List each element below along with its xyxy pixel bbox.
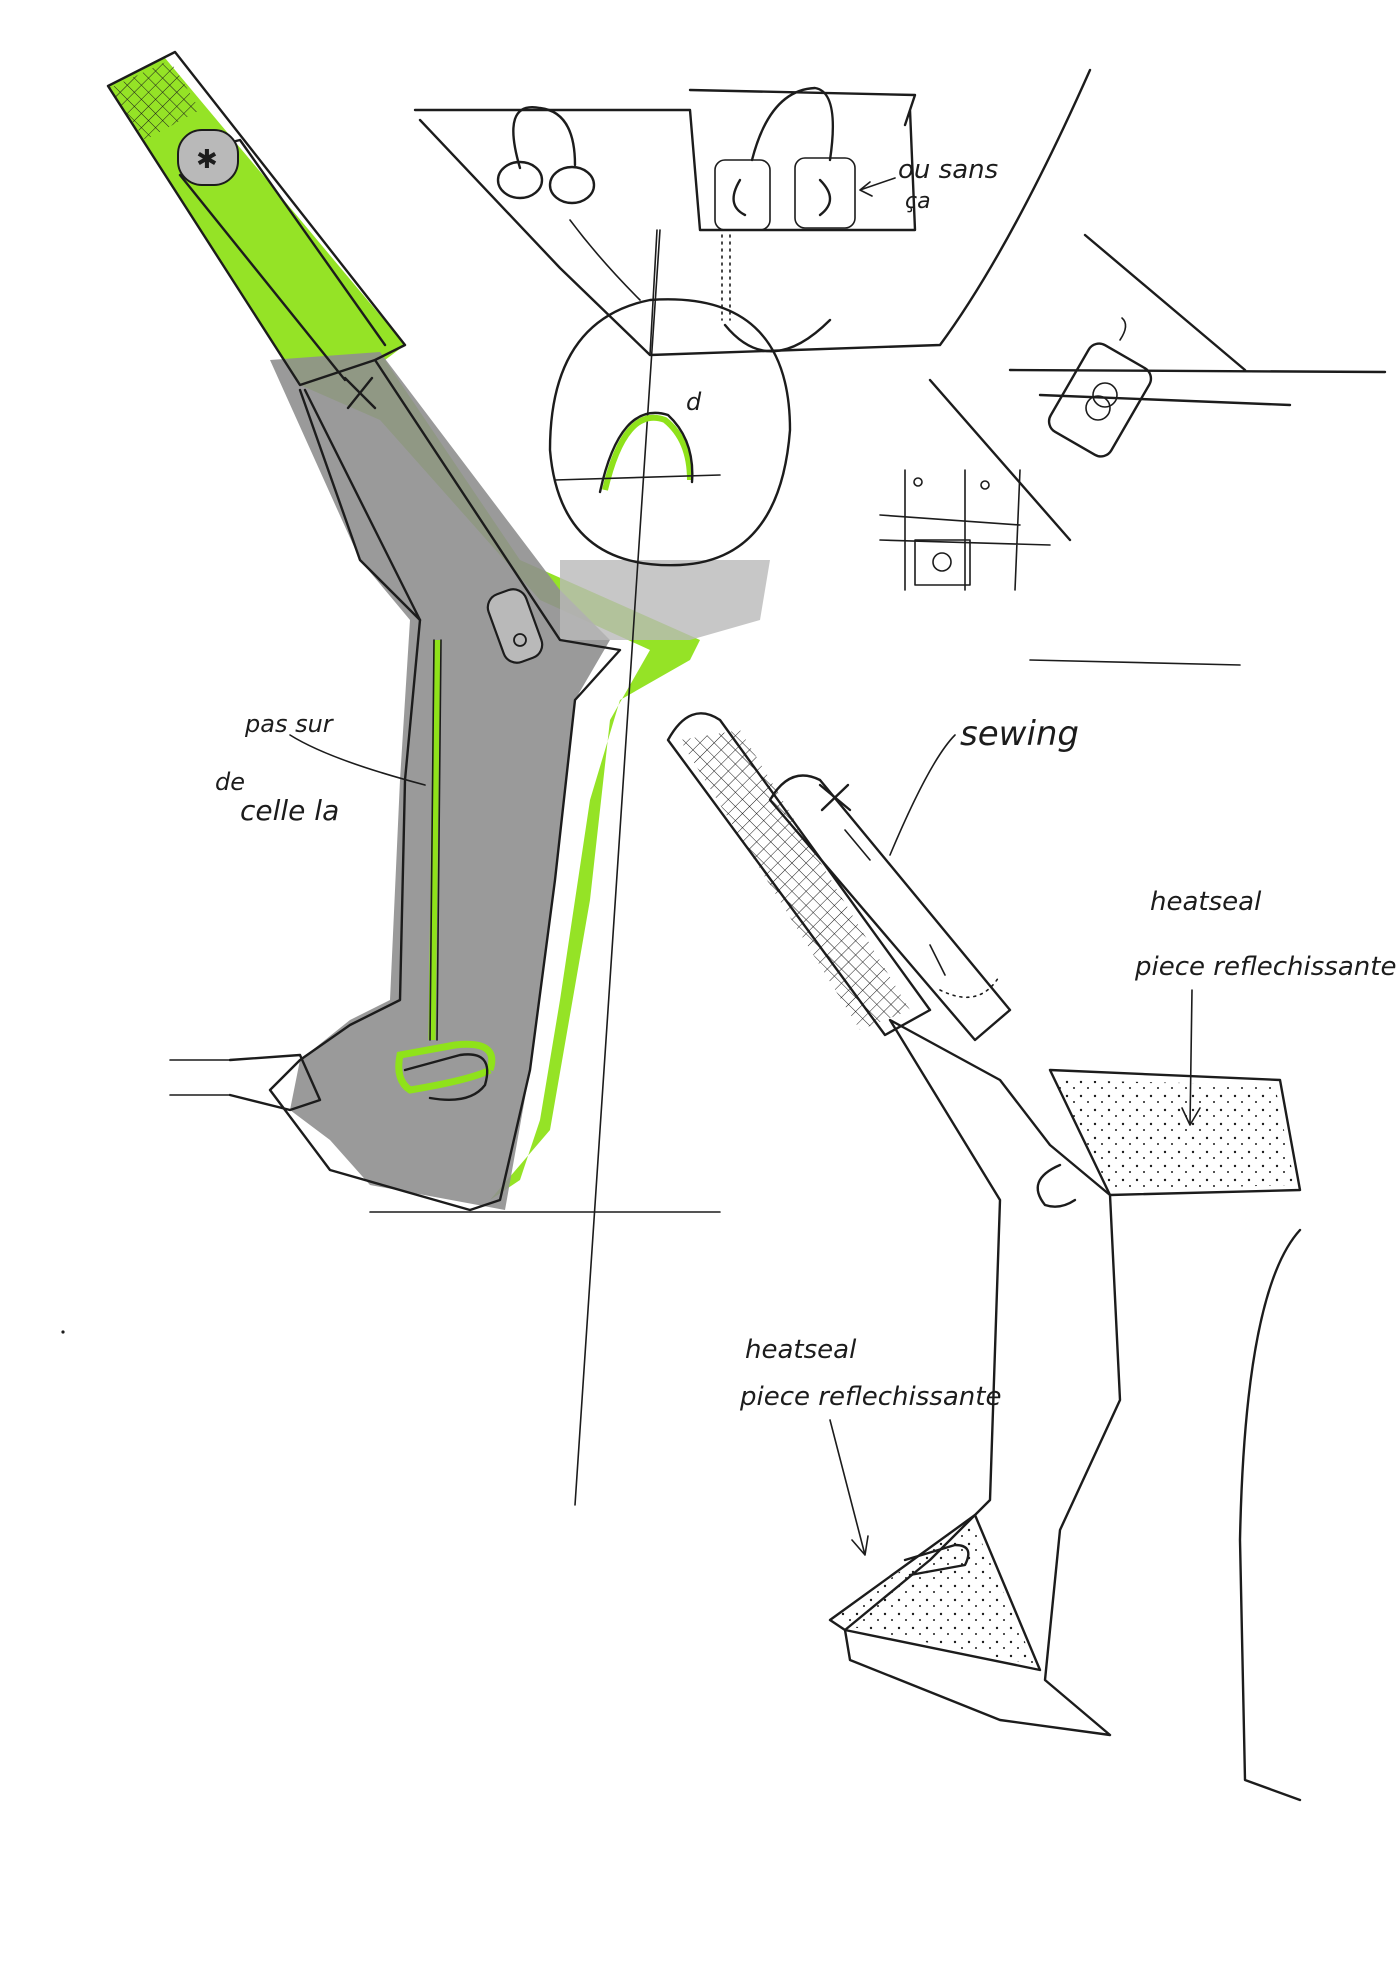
lower-hook [1036,1163,1077,1208]
logo-mark-icon: ✱ [196,145,218,175]
note-heatseal-top-1: heatseal [1150,887,1262,917]
note-ca: ça [905,189,931,214]
detail-handle-green [602,414,693,491]
detail-circle [548,298,792,567]
inner-pin [844,829,946,976]
cross-mark-icon [343,376,377,410]
reflective-plate-top [1048,1068,1302,1197]
detail-mark: d [686,388,702,416]
green-marker-edge [108,58,700,1200]
lower-handle [723,318,832,353]
reflective-plate-bottom [828,1513,1042,1672]
cross-mark-icon-2 [818,783,852,812]
grid-box [914,539,971,586]
handle-loop-left [512,105,577,170]
hook-icon-2 [818,178,832,217]
tab-ring-a [1092,382,1118,408]
lower-strap-outline [666,712,932,1037]
note-pas-sur-3: celle la [240,794,339,827]
note-pas-sur-2: de [215,768,245,796]
vertical-stitch [428,639,441,1041]
tab-detail-plate [1047,342,1153,458]
loop-handle-icon [903,1543,970,1577]
lower-strap-seam [939,974,1001,999]
main-strap-sketch: ✱ [106,50,770,1213]
grid-pin-a [913,477,923,487]
tab-ring-b [1085,395,1111,421]
upper-clip [486,588,544,664]
sewing-pointer [889,734,956,856]
tab-lines [169,1059,231,1096]
note-heatseal-top-2: piece reflechissante [1134,952,1396,982]
d-ring-outline [403,1053,489,1102]
eyelet-left-b [548,165,596,205]
upper-strap-outline [106,50,407,387]
lower-strap-tab [768,774,1012,1042]
tab-detail [928,233,1387,542]
handle-detail-sketch: ou sans ça [413,68,1092,357]
lower-strap-mesh [680,730,910,1030]
right-edge-curve [1238,1228,1302,1802]
reference-line [574,229,661,1506]
grid-lines [879,469,1051,591]
strap-body-outline [268,358,622,1212]
panel-skew [418,68,1092,357]
panel-outline [413,88,917,232]
strap-left-edge [303,388,422,622]
lower-strap-sketch: sewing heatseal piece reflechissante hea… [666,712,1396,1802]
note-heatseal-bottom-2: piece reflechissante [739,1382,1001,1412]
grid-detail [879,469,1241,666]
grid-pin-b [980,480,990,490]
note-ou-sans: ou sans [898,155,998,185]
eyelet-left-a [496,160,544,200]
grid-corner [1029,659,1241,666]
note-pas-sur-1: pas sur [244,710,335,738]
dotted-guide [721,234,731,321]
vertical-stitch-outline [429,639,442,1041]
upper-strap-patch [177,129,239,186]
detail-handle-ink [598,411,694,494]
arrow-to-eyelet [859,177,896,197]
d-ring-icon [395,1040,496,1094]
circled-detail: d [548,219,792,567]
reflective-dots-top [1055,1080,1295,1190]
left-annotation: pas sur de celle la [215,710,426,827]
handle-loop [750,86,835,162]
grey-wash [560,560,770,640]
tab-detail-lines [928,233,1387,542]
attachment-tab [228,1053,322,1112]
hook-icon [732,178,747,217]
upper-strap-mesh [110,60,200,140]
stray-dot [61,1330,65,1334]
tab-hook [1119,317,1127,341]
note-heatseal-bottom-1: heatseal [745,1335,857,1365]
detail-base [554,474,721,481]
reflective-dots-bottom [835,1520,1035,1665]
eyelet-box-b [794,157,856,229]
heatseal-arrow-bottom [829,1419,869,1556]
note-sewing: sewing [960,714,1079,754]
detail-pointer [569,219,641,301]
upper-clip-hole [513,633,527,647]
annotation-pointer [289,734,426,786]
grid-hole [932,552,952,572]
eyelet-box-a [714,159,771,231]
heatseal-arrow-top [1181,989,1201,1126]
vertical-divider [649,229,658,356]
